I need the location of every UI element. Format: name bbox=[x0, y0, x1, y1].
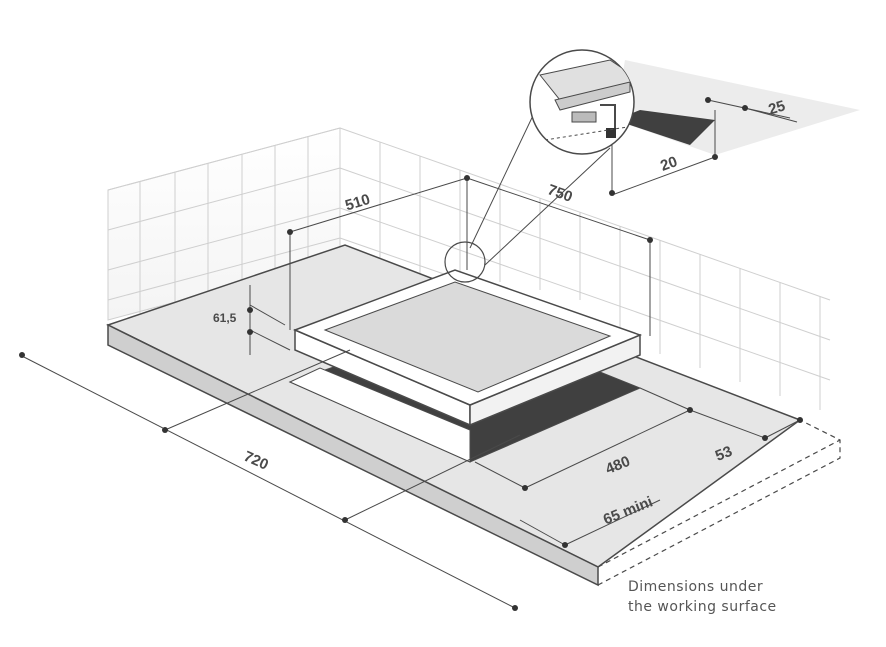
dim-inset-height: 20 bbox=[658, 153, 679, 175]
dim-hob-height: 61,5 bbox=[213, 311, 237, 325]
dimension-dots bbox=[19, 175, 803, 611]
caption-line-1: Dimensions under bbox=[628, 579, 764, 595]
dim-hob-depth: 510 bbox=[343, 191, 372, 215]
dim-rear-clearance: 53 bbox=[713, 443, 735, 465]
dim-inset-depth: 25 bbox=[766, 97, 787, 118]
hob-glass bbox=[323, 281, 612, 393]
caption: Dimensions under the working surface bbox=[628, 577, 777, 617]
caption-line-2: the working surface bbox=[628, 599, 777, 615]
inset-detail bbox=[609, 60, 860, 196]
magnified-detail bbox=[444, 49, 635, 283]
tiled-wall bbox=[107, 127, 831, 410]
hob bbox=[292, 269, 643, 427]
dimension-lines bbox=[19, 104, 801, 609]
